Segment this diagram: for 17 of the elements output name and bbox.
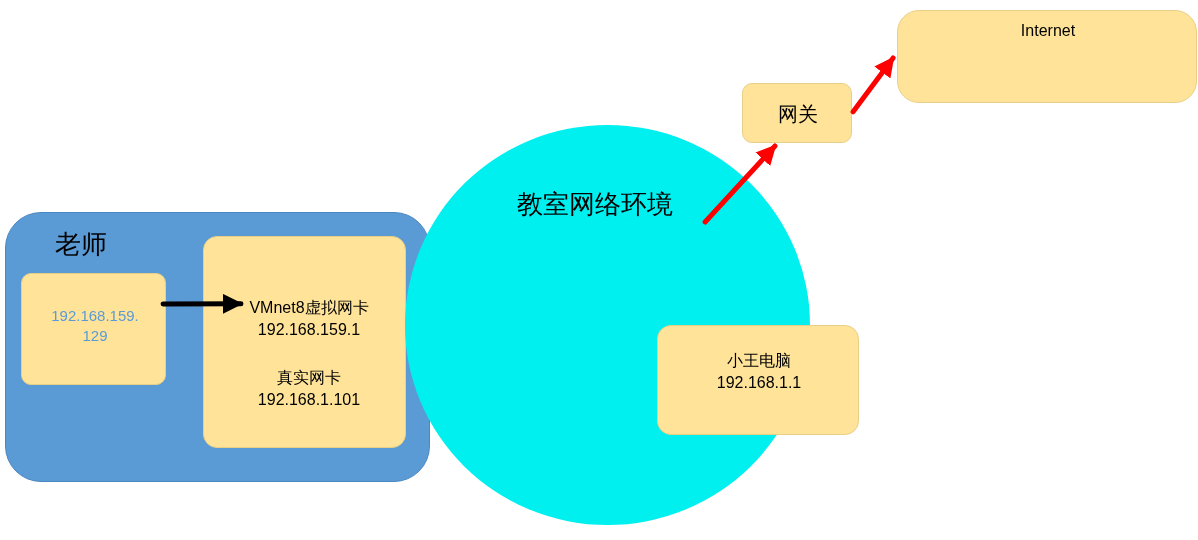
computer-label: 小王电脑 192.168.1.1: [715, 351, 803, 393]
host-box: [203, 236, 406, 448]
arrow: [850, 55, 896, 115]
gateway-label: 网关: [777, 102, 819, 127]
internet-cloud-box: [897, 10, 1197, 103]
network-card-label: VMnet8虚拟网卡 192.168.159.1: [248, 298, 370, 340]
internet-label: Internet: [1019, 21, 1077, 41]
gateway-box: [742, 83, 852, 143]
arrow: [702, 143, 778, 225]
group-panel: [5, 212, 430, 482]
ip-address: 192.168.159.129: [50, 306, 140, 347]
network-label: 教室网络环境: [516, 188, 674, 221]
network-card-label: 真实网卡 192.168.1.101: [256, 368, 362, 410]
arrow: [160, 293, 244, 314]
group-title: 老师: [54, 228, 108, 261]
computer-box: [657, 325, 859, 435]
host-box: [21, 273, 166, 385]
